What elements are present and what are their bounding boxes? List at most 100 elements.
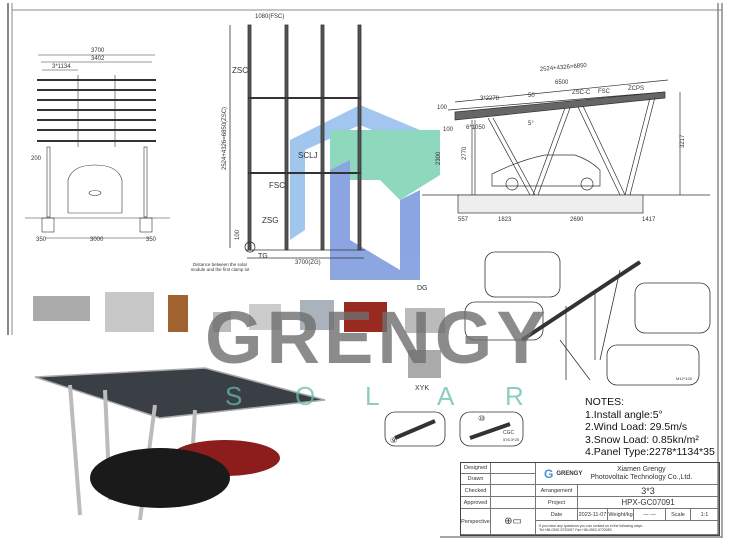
- part-photo: [408, 350, 441, 378]
- dim-label: 1417: [642, 217, 656, 223]
- company-name: Xiamen Grengy Photovoltaic Technology Co…: [590, 466, 692, 482]
- clamp-distance-note: Distance between the solar module and th…: [190, 262, 250, 272]
- part-label: ZSG: [262, 216, 278, 225]
- side-view-labels: 2524+4326=6850 6500 3*2278 50 100 100 6*…: [436, 63, 686, 223]
- projection-symbol-icon: ⊕▭: [491, 509, 536, 535]
- drawn-label: Drawn: [461, 474, 491, 485]
- dim-label: 2524+4326=6850(ZSC): [222, 107, 228, 170]
- dim-label: 200: [31, 156, 42, 162]
- isometric-structure-drawing: [384, 251, 711, 447]
- dim-label: 2690: [570, 217, 584, 223]
- part-photos: [33, 292, 445, 378]
- dim-label: 3700: [91, 48, 105, 54]
- part-label: FSC: [269, 181, 285, 190]
- dim-label: 1823: [498, 217, 512, 223]
- dim-label: 3217: [680, 134, 686, 148]
- part-label-xyk: XYK: [415, 385, 430, 392]
- watermark-logo-icon: [290, 105, 440, 280]
- dim-label: 100: [437, 105, 448, 111]
- part-label: ZSC: [232, 66, 248, 75]
- part-photo: [300, 300, 334, 330]
- dim-label: 6500: [555, 80, 569, 86]
- dim-label: 2300: [436, 151, 442, 165]
- contact-line1: If you have any questions you can contac…: [539, 523, 643, 528]
- part-tag: ZCPS: [628, 86, 644, 92]
- note-item: 4.Panel Type:2278*1134*35: [585, 446, 715, 458]
- scale-value: 1:1: [691, 509, 719, 521]
- approved-value: [491, 497, 536, 509]
- designed-value: [491, 463, 536, 474]
- notes-title: NOTES:: [585, 396, 625, 408]
- side-view-drawing: [422, 79, 710, 214]
- dim-label: 50: [528, 93, 535, 99]
- checked-label: Checked: [461, 485, 491, 497]
- approved-label: Approved: [461, 497, 491, 509]
- watermark-brand: GRENGY: [205, 296, 550, 379]
- date-value: 2023-11-07: [578, 509, 608, 521]
- logo-text: GRENGY: [556, 470, 583, 477]
- detail-10-marker: ⑩: [478, 414, 486, 423]
- note-item: 3.Snow Load: 0.85kn/m²: [585, 433, 699, 446]
- dim-label: 3000: [90, 237, 104, 243]
- dim-label: 557: [458, 217, 469, 223]
- dim-label: 100: [443, 127, 454, 133]
- watermark-letter: S: [225, 381, 243, 411]
- cgc-label: CGC: [503, 430, 515, 436]
- part-label: SCLJ: [298, 151, 318, 160]
- dim-label: 2770: [462, 146, 468, 160]
- date-label: Date: [536, 509, 578, 521]
- watermark-letter: O: [295, 381, 316, 411]
- part-photo: [33, 296, 90, 321]
- part-photo: [168, 295, 188, 332]
- arrangement-value: 3*3: [578, 485, 719, 497]
- scale-label: Scale: [666, 509, 691, 521]
- watermark-letter: A: [437, 381, 455, 411]
- dim-label: 3402: [91, 56, 105, 62]
- contact-line2: Tel:+86-0592-5720057 Fax:+86-0592-572005…: [539, 527, 612, 532]
- project-value: HPX-GC07091: [578, 497, 719, 509]
- title-block: Designed Drawn Checked Approved Perspect…: [460, 462, 720, 536]
- grengy-logo-icon: G: [544, 466, 554, 481]
- dim-label: 100: [235, 229, 241, 240]
- top-view-drawing: [229, 24, 365, 259]
- note-item: 1.Install angle:5°: [585, 408, 663, 421]
- dim-label: 5°: [528, 121, 534, 127]
- checked-value: [491, 485, 536, 497]
- part-photo: [213, 312, 231, 332]
- part-label-dg: DG: [417, 285, 428, 292]
- dim-label: 6*1050: [466, 125, 486, 131]
- dim-label: 350: [36, 237, 47, 243]
- dim-label: 350: [146, 237, 157, 243]
- part-photo: [405, 308, 445, 333]
- dim-label: 2524+4326=6850: [540, 63, 588, 73]
- part-photo: [344, 302, 387, 332]
- designed-label: Designed: [461, 463, 491, 474]
- perspective-label: Perspective: [461, 509, 491, 535]
- bolt-spec: M12*100: [676, 376, 693, 381]
- dim-label: 3*2278: [480, 96, 500, 102]
- project-label: Project: [536, 497, 578, 509]
- cgc-spec: 576.3*25: [503, 437, 520, 442]
- top-view-labels: 1080(FSC) 2524+4326=6850(ZSC) ZSC SCLJ F…: [222, 14, 321, 266]
- front-view-drawing: [25, 54, 170, 239]
- frame: [7, 3, 723, 538]
- note-item: 2.Wind Load: 29.5m/s: [585, 421, 688, 433]
- dim-label: 3700(ZG): [295, 260, 321, 266]
- company-line1: Xiamen Grengy: [616, 465, 666, 473]
- weight-value: — —: [634, 509, 666, 521]
- arrangement-label: Arrangement: [536, 485, 578, 497]
- dim-label: 3*1134: [52, 64, 71, 70]
- watermark-letter: R: [505, 381, 524, 411]
- drawn-value: [491, 474, 536, 485]
- part-photo: [105, 292, 154, 332]
- company-line2: Photovoltaic Technology Co.,Ltd.: [590, 473, 693, 481]
- company-header: G GRENGY Xiamen Grengy Photovoltaic Tech…: [536, 463, 719, 485]
- detail-9-marker: ⑨: [390, 436, 398, 445]
- contact-info: If you have any questions you can contac…: [536, 521, 719, 535]
- carport-render-image: [34, 367, 326, 521]
- watermark-letter: L: [365, 381, 380, 411]
- part-tag: FSC: [598, 89, 611, 95]
- part-tag: ZSC-C: [572, 90, 591, 96]
- part-photo: [249, 304, 281, 330]
